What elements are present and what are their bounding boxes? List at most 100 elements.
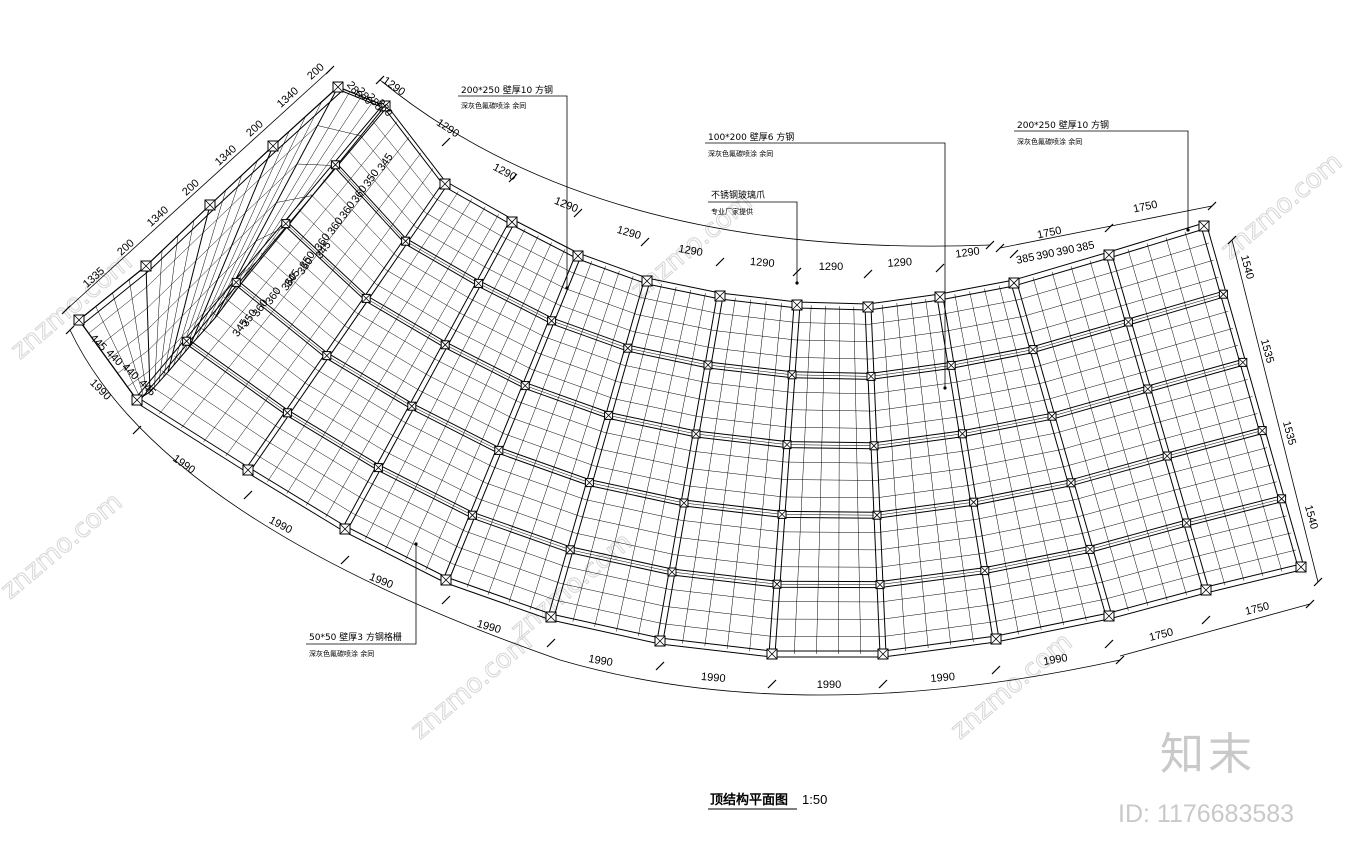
dim-label: 1290: [677, 243, 703, 259]
node-connector: [407, 401, 417, 411]
grid-line: [613, 398, 700, 417]
grid-line: [298, 208, 377, 285]
dim-tick: [985, 240, 995, 250]
dim-line: [379, 79, 991, 247]
grid-line: [981, 532, 1086, 554]
grid-line: [1142, 345, 1239, 373]
grid-line: [470, 298, 546, 338]
dim-label: 1290: [887, 256, 912, 270]
grid-line: [948, 332, 1029, 349]
dim-tick: [767, 679, 777, 689]
grid-line: [316, 369, 404, 422]
grid-line: [273, 238, 357, 313]
rafter-beam: [547, 280, 645, 618]
grid-line: [306, 383, 396, 438]
dim-label: 1340: [275, 85, 301, 110]
rafter-beam: [1016, 282, 1113, 617]
grid-line: [322, 179, 396, 256]
dim-label: 1290: [434, 117, 461, 140]
node-connector: [1162, 451, 1172, 461]
grid-line: [336, 341, 421, 392]
grid-line: [1085, 506, 1182, 533]
grid-line: [1099, 556, 1197, 583]
watermark-text: znzmo.com: [0, 487, 128, 605]
dim-label: 1340: [145, 204, 171, 229]
grid-line: [716, 313, 796, 323]
node-connector: [1257, 426, 1267, 436]
node-connector: [440, 574, 452, 586]
grid-line: [411, 405, 499, 451]
grid-line: [967, 449, 1062, 469]
node-connector: [667, 567, 677, 577]
grid-line: [970, 465, 1067, 486]
grid-line: [695, 433, 788, 445]
dim-label: 1990: [930, 671, 955, 685]
node-connector: [242, 464, 254, 476]
grid-line: [425, 212, 496, 253]
grid-line: [1133, 311, 1229, 339]
grid-line: [453, 329, 532, 370]
rafter-beam: [656, 295, 718, 642]
dim-label: 345: [375, 151, 395, 173]
grid-line: [163, 220, 195, 378]
node-connector: [623, 343, 633, 353]
grid-line: [525, 385, 609, 416]
dim-label: 1290: [750, 256, 775, 270]
dim-label: 1750: [1132, 199, 1158, 216]
dim-tick: [1009, 249, 1019, 259]
grid-line: [1018, 271, 1114, 300]
grid-line: [459, 547, 561, 584]
annotation-finish: 深灰色氟碳喷涂 余同: [1017, 137, 1082, 146]
node-connector: [714, 290, 726, 302]
grid-line: [668, 589, 776, 602]
node-connector: [772, 579, 782, 589]
node-connector: [339, 523, 351, 535]
node-connector: [204, 199, 216, 211]
dim-label: 385: [1075, 239, 1095, 255]
end-edge-beam: [78, 319, 138, 401]
dim-label: 390: [1055, 243, 1075, 259]
grid-line: [879, 570, 985, 585]
grid-line: [560, 583, 667, 607]
dim-label: 1990: [368, 571, 395, 591]
grid-line: [793, 357, 871, 360]
grid-line: [878, 536, 980, 551]
purlin-beam: [235, 285, 1263, 519]
grid-line: [551, 320, 628, 349]
dim-tick: [1201, 615, 1211, 625]
node-connector: [140, 260, 152, 272]
grid-line: [420, 390, 506, 435]
grid-line: [1201, 549, 1297, 574]
annotation-finish: 深灰色氟碳喷涂 余同: [708, 149, 773, 158]
dim-tick: [995, 243, 1005, 253]
node-connector: [862, 301, 874, 313]
node-connector: [545, 611, 557, 623]
grid-line: [538, 352, 619, 383]
annotation-main-beam-right: 200*250 壁厚10 方钢 深灰色氟碳喷涂 余同: [1014, 119, 1190, 232]
node-connector: [182, 336, 192, 346]
grid-line: [347, 149, 416, 228]
grid-line: [945, 316, 1024, 332]
grid-line: [558, 304, 633, 332]
dimension-layer: 2001340200134020013402001335129012901290…: [61, 61, 1323, 696]
node-connector: [1085, 544, 1095, 554]
wing-rib-beam: [189, 145, 274, 347]
grid-line: [277, 426, 371, 484]
grid-line: [248, 267, 337, 342]
grid-line: [174, 355, 278, 428]
rafter-beam: [1105, 254, 1204, 591]
node-connector: [73, 314, 85, 326]
node-connector: [877, 648, 889, 660]
grid-line: [372, 120, 436, 199]
node-connector: [969, 497, 979, 507]
node-connector: [980, 566, 990, 576]
grid-line: [486, 267, 559, 305]
grid-line: [574, 532, 676, 555]
grid-line: [984, 549, 1091, 571]
grid-line: [959, 399, 1048, 417]
grid-line: [445, 344, 526, 386]
grid-line: [1186, 498, 1282, 524]
node-connector: [281, 219, 291, 229]
purlin-beam: [384, 108, 1205, 311]
grid-line: [1056, 405, 1153, 434]
